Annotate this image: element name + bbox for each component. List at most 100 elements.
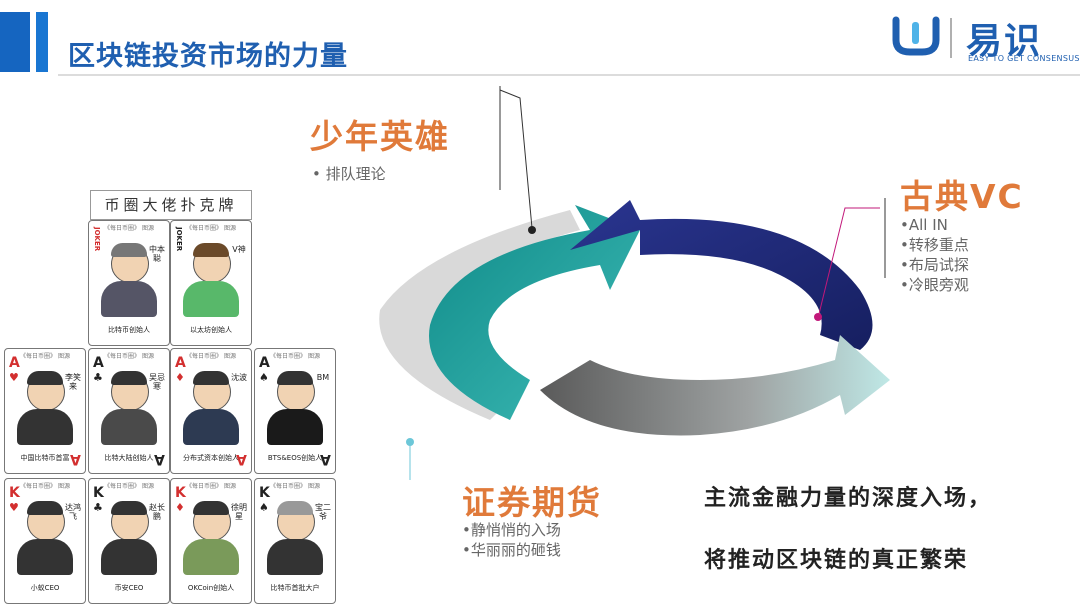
portrait-hair-icon bbox=[193, 243, 229, 257]
card-name: 以太坊创始人 bbox=[190, 326, 232, 334]
card-name: 比特币创始人 bbox=[108, 326, 150, 334]
card-caption: 《每日币圈》 图源 bbox=[104, 225, 154, 232]
classic-vc-point: •转移重点 bbox=[900, 236, 969, 254]
ace-card: 《每日币圈》 图源 A ♥ 李笑来 中国比特币首富 A bbox=[4, 348, 86, 474]
classic-vc-point: •All IN bbox=[900, 216, 948, 234]
portrait-hair-icon bbox=[111, 501, 147, 515]
securities-heading: 证券期货 bbox=[462, 483, 602, 522]
card-caption: 《每日币圈》 图源 bbox=[186, 483, 236, 490]
card-name: 比特大陆创始人 bbox=[104, 454, 154, 462]
statement-line-1: 主流金融力量的深度入场， bbox=[704, 486, 993, 511]
title-accent-bar bbox=[0, 12, 30, 72]
card-rank: K bbox=[259, 485, 270, 501]
card-rank: A bbox=[93, 355, 104, 371]
gray-arrow-shape bbox=[540, 335, 890, 436]
card-rank-bottom: A bbox=[320, 451, 331, 467]
card-signature: BM bbox=[316, 373, 330, 382]
securities-connector-line bbox=[409, 440, 411, 480]
card-name: 中国比特币首富 bbox=[20, 454, 70, 462]
card-signature: 中本聪 bbox=[149, 245, 165, 263]
portrait-hair-icon bbox=[111, 371, 147, 385]
card-name: 币安CEO bbox=[114, 584, 144, 592]
card-rank-bottom: A bbox=[154, 451, 165, 467]
card-signature: 沈波 bbox=[231, 373, 247, 382]
card-rank-bottom: A bbox=[70, 451, 81, 467]
portrait-hair-icon bbox=[111, 243, 147, 257]
king-card: 《每日币圈》 图源 K ♣ 赵长鹏 币安CEO bbox=[88, 478, 170, 604]
page-title: 区块链投资市场的力量 bbox=[68, 41, 348, 72]
portrait-hair-icon bbox=[193, 501, 229, 515]
portrait-hair-icon bbox=[277, 501, 313, 515]
joker-card: 《每日币圈》 图源 JOKER 中本聪 比特币创始人 bbox=[88, 220, 170, 346]
navy-arrow-shape bbox=[570, 200, 873, 350]
card-rank: JOKER bbox=[175, 227, 183, 252]
classic-vc-heading: 古典VC bbox=[900, 177, 1024, 216]
card-signature: 达鸿飞 bbox=[65, 503, 81, 521]
card-rank: A bbox=[9, 355, 20, 371]
portrait-body-icon bbox=[101, 539, 157, 575]
card-rank-bottom: A bbox=[236, 451, 247, 467]
securities-point: •华丽丽的砸钱 bbox=[462, 541, 561, 559]
card-signature: 赵长鹏 bbox=[149, 503, 165, 521]
securities-points: •静悄悄的入场 •华丽丽的砸钱 bbox=[462, 520, 561, 560]
card-caption: 《每日币圈》 图源 bbox=[104, 353, 154, 360]
ace-card: 《每日币圈》 图源 A ♦ 沈波 分布式资本创始人 A bbox=[170, 348, 252, 474]
vc-connector-line bbox=[817, 207, 880, 319]
card-signature: 徐明星 bbox=[231, 503, 247, 521]
spade-suit-icon: ♠ bbox=[259, 501, 269, 514]
classic-vc-point: •布局试探 bbox=[900, 256, 969, 274]
spade-suit-icon: ♠ bbox=[259, 371, 269, 384]
ace-card: 《每日币圈》 图源 A ♠ BM BTS&EOS创始人 A bbox=[254, 348, 336, 474]
vc-connector-dot bbox=[814, 313, 822, 321]
card-name: BTS&EOS创始人 bbox=[267, 454, 323, 462]
youth-connector-dot bbox=[528, 226, 536, 234]
ace-card: 《每日币圈》 图源 A ♣ 吴忌寒 比特大陆创始人 A bbox=[88, 348, 170, 474]
card-caption: 《每日币圈》 图源 bbox=[186, 353, 236, 360]
card-rank: K bbox=[93, 485, 104, 501]
title-accent-bar-secondary bbox=[36, 12, 48, 72]
diamond-suit-icon: ♦ bbox=[175, 371, 185, 384]
card-name: 分布式资本创始人 bbox=[183, 454, 239, 462]
card-caption: 《每日币圈》 图源 bbox=[270, 353, 320, 360]
portrait-hair-icon bbox=[27, 501, 63, 515]
youth-point: • 排队理论 bbox=[312, 165, 386, 183]
card-caption: 《每日币圈》 图源 bbox=[270, 483, 320, 490]
portrait-body-icon bbox=[17, 539, 73, 575]
portrait-hair-icon bbox=[27, 371, 63, 385]
portrait-body-icon bbox=[183, 539, 239, 575]
card-signature: 吴忌寒 bbox=[149, 373, 165, 391]
heart-suit-icon: ♥ bbox=[9, 371, 19, 384]
youth-connector-line bbox=[499, 89, 533, 229]
teal-arrow-shape bbox=[429, 205, 640, 420]
securities-point: •静悄悄的入场 bbox=[462, 521, 561, 539]
club-suit-icon: ♣ bbox=[93, 501, 103, 514]
logo-mark-icon bbox=[892, 16, 940, 60]
statement-line-2: 将推动区块链的真正繁荣 bbox=[704, 548, 969, 573]
card-rank: A bbox=[259, 355, 270, 371]
portrait-body-icon bbox=[101, 281, 157, 317]
club-suit-icon: ♣ bbox=[93, 371, 103, 384]
card-name: 比特币首批大户 bbox=[270, 584, 320, 592]
title-divider bbox=[58, 74, 1080, 76]
heart-suit-icon: ♥ bbox=[9, 501, 19, 514]
card-signature: V神 bbox=[232, 245, 246, 254]
portrait-body-icon bbox=[267, 409, 323, 445]
card-signature: 李笑来 bbox=[65, 373, 81, 391]
portrait-body-icon bbox=[101, 409, 157, 445]
card-rank: JOKER bbox=[93, 227, 101, 252]
portrait-hair-icon bbox=[193, 371, 229, 385]
card-rank: K bbox=[175, 485, 186, 501]
youth-points: • 排队理论 bbox=[312, 164, 386, 184]
portrait-hair-icon bbox=[277, 371, 313, 385]
card-name: OKCoin创始人 bbox=[187, 584, 235, 592]
card-name: 小蚁CEO bbox=[30, 584, 60, 592]
joker-card: 《每日币圈》 图源 JOKER V神 以太坊创始人 bbox=[170, 220, 252, 346]
youth-heading: 少年英雄 bbox=[310, 117, 450, 156]
diamond-suit-icon: ♦ bbox=[175, 501, 185, 514]
card-signature: 宝二爷 bbox=[315, 503, 331, 521]
logo-text: 易识 bbox=[966, 21, 1043, 62]
securities-connector-dot bbox=[406, 438, 414, 446]
cards-header: 币圈大佬扑克牌 bbox=[90, 190, 252, 220]
card-caption: 《每日币圈》 图源 bbox=[104, 483, 154, 490]
king-card: 《每日币圈》 图源 K ♥ 达鸿飞 小蚁CEO bbox=[4, 478, 86, 604]
